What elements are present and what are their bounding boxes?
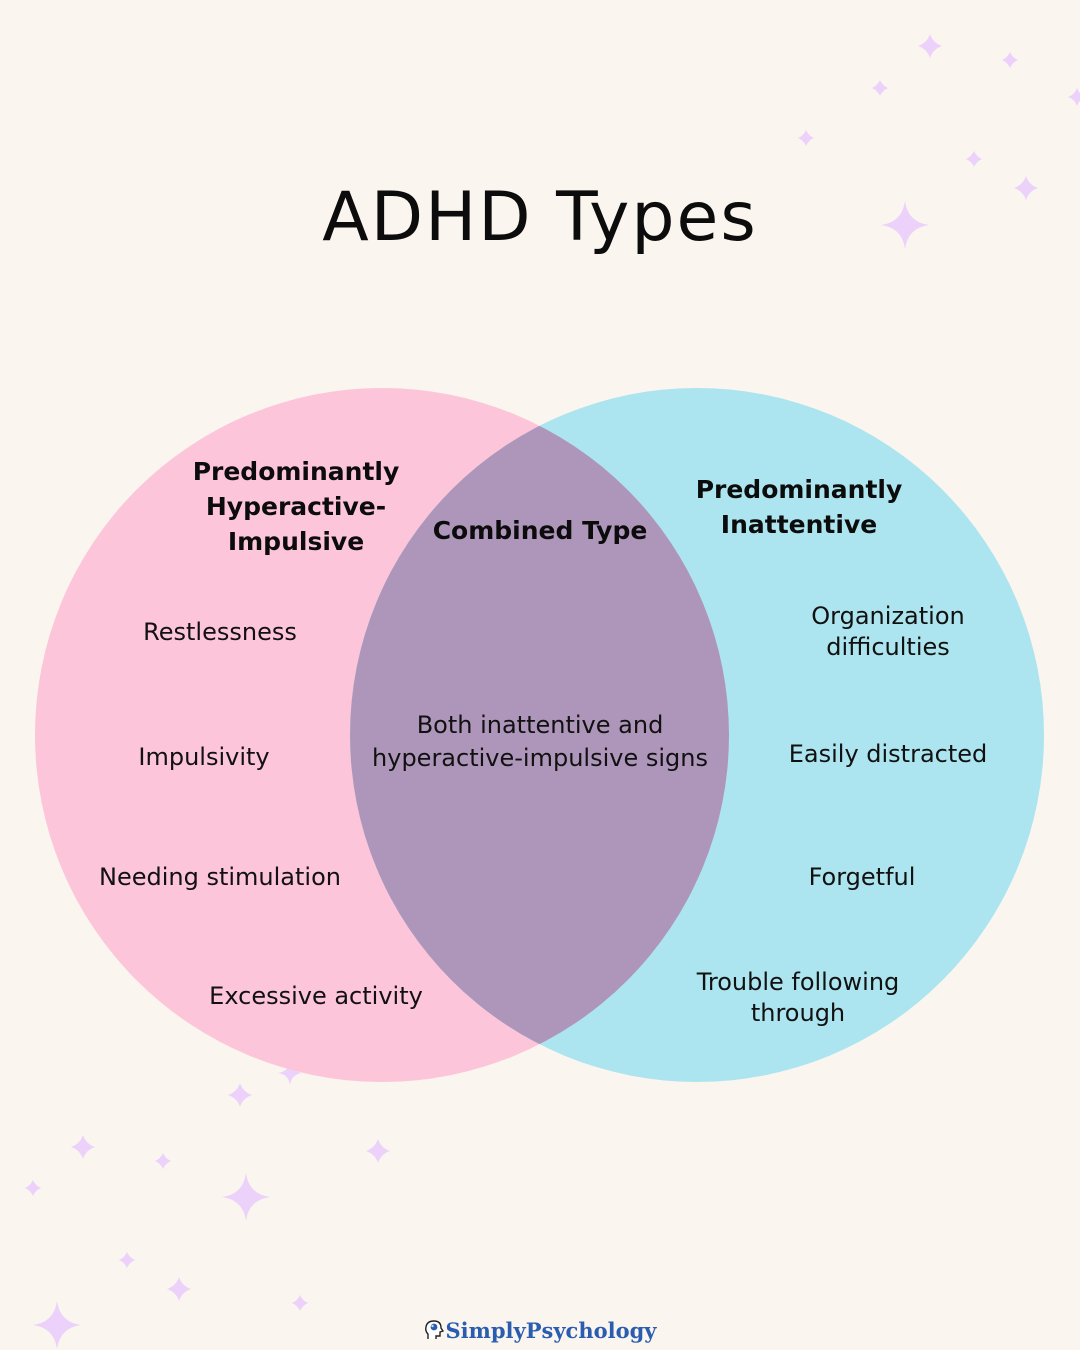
brand-name-part1: Simply (445, 1318, 526, 1343)
overlap-combined (350, 388, 729, 1082)
brand-footer: SimplyPsychology (0, 1318, 1080, 1346)
right-heading: Predominantly Inattentive (695, 475, 903, 539)
left-item: Restlessness (143, 618, 297, 646)
page-title: ADHD Types (322, 178, 758, 257)
right-item: Easily distracted (788, 740, 988, 768)
left-item: Excessive activity (209, 982, 423, 1010)
right-item: Organization difficulties (811, 602, 965, 661)
left-item: Impulsivity (138, 743, 270, 771)
left-heading: Predominantly Hyperactive- Impulsive (192, 457, 400, 556)
head-brain-icon (424, 1319, 444, 1346)
center-heading: Combined Type (432, 516, 648, 545)
left-item: Needing stimulation (99, 863, 341, 891)
sparkle-icons-bottom-left (25, 1061, 390, 1349)
brand-name-part2: Psychology (525, 1318, 657, 1343)
right-item: Trouble following through (696, 968, 900, 1027)
center-description: Both inattentive and hyperactive-impulsi… (372, 711, 708, 772)
right-item: Forgetful (808, 863, 916, 891)
